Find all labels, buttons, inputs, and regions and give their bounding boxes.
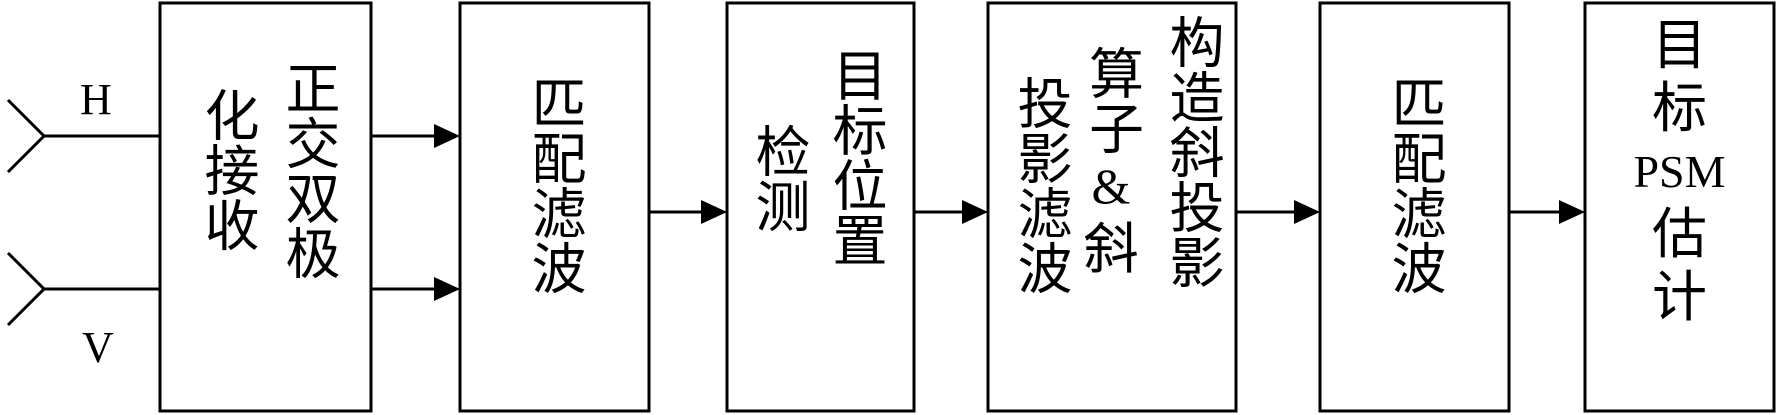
projection-label-col2: 算子 & 斜 (1078, 45, 1144, 281)
match-filter-2-label: 匹配滤波 (1382, 75, 1446, 295)
psm-label-line3: PSM (1633, 146, 1726, 197)
projection-label-ampersand: & (1091, 158, 1131, 214)
psm-estimate-block (1583, 1, 1776, 413)
projection-label-col3: 投影滤波 (1008, 75, 1072, 295)
receive-label-col2: 化接收 (195, 87, 259, 252)
psm-label-line2: 标 (1651, 76, 1707, 140)
arrow-match-to-estimate (1509, 200, 1585, 224)
v-antenna-icon (6, 251, 160, 327)
v-input-label: V (82, 323, 114, 372)
match-filter-block-1 (458, 1, 651, 413)
match-filter-1-label: 匹配滤波 (522, 75, 586, 295)
receive-block (158, 1, 373, 413)
match-filter-block-2 (1318, 1, 1511, 413)
psm-estimate-label: 目 标 PSM 估 计 (1592, 14, 1767, 329)
arrow-detect-to-projection (914, 200, 988, 224)
detect-label-col2: 检测 (746, 123, 810, 233)
projection-label-col1: 构造斜投影 (1160, 14, 1224, 289)
psm-label-line5: 计 (1651, 265, 1707, 329)
target-detect-block (725, 1, 916, 413)
projection-label-col2-bottom: 斜 (1083, 217, 1139, 281)
detect-label-col1: 目标位置 (823, 47, 887, 267)
arrow-v-to-match (371, 277, 460, 301)
oblique-projection-block (986, 1, 1238, 413)
h-antenna-icon (6, 98, 160, 174)
arrow-projection-to-match (1236, 200, 1320, 224)
arrow-match-to-detect (649, 200, 727, 224)
psm-label-line1: 目 (1651, 13, 1707, 77)
psm-label-line4: 估 (1651, 202, 1707, 266)
receive-label-col1: 正交双极 (276, 60, 340, 280)
arrow-h-to-match (371, 124, 460, 148)
h-input-label: H (80, 75, 112, 124)
projection-label-col2-top: 算子 (1079, 45, 1144, 155)
